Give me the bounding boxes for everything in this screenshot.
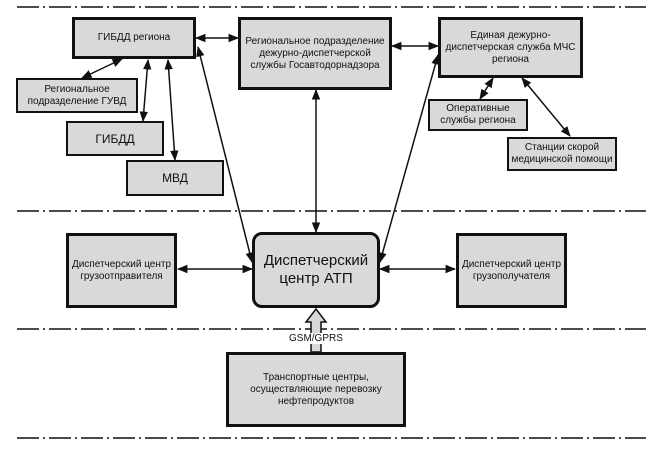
gsm-link-arrow (304, 307, 328, 353)
node-shipper: Диспетчерский центр грузоотправителя (66, 233, 177, 308)
node-atp: Диспетчерский центр АТП (252, 232, 380, 308)
arrow-gibdd-atp (196, 45, 254, 264)
node-ambulance: Станции скорой медицинской помощи (507, 137, 617, 171)
node-mchs: Единая дежурно-диспетчерская служба МЧС … (438, 17, 583, 78)
node-operative: Оперативные службы региона (428, 99, 528, 131)
node-transport: Транспортные центры, осуществляющие пере… (226, 352, 406, 427)
node-mvd: МВД (126, 160, 224, 196)
arrow-mchs-atp (378, 53, 440, 264)
arrow-mchs-ambulance (521, 77, 571, 137)
arrow-gibdd-mvd (164, 58, 179, 162)
node-gibdd-region: ГИБДД региона (72, 17, 196, 59)
gsm-gprs-label: GSM/GPRS (288, 333, 344, 344)
arrow-gibdd-gibdd (139, 58, 152, 123)
node-consignee: Диспетчерский центр грузополучателя (456, 233, 567, 308)
node-gibdd: ГИБДД (66, 121, 164, 156)
arrow-mchs-operative (479, 77, 494, 100)
node-guvd: Региональное подразделение ГУВД (16, 78, 138, 113)
node-gosavto: Региональное подразделение дежурно-диспе… (238, 17, 392, 90)
arrow-gibdd-guvd (81, 58, 123, 79)
